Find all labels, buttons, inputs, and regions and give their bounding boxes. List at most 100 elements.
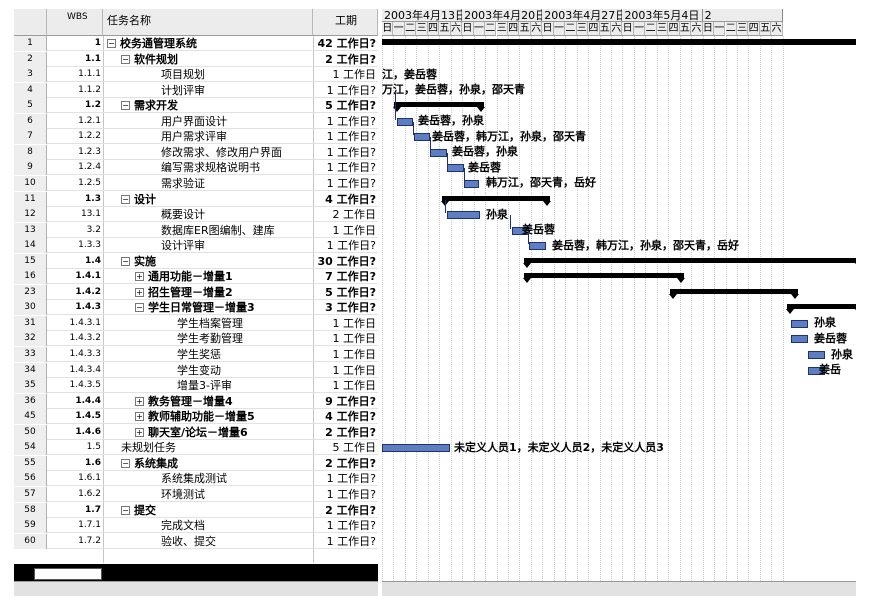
- duration-cell[interactable]: 4 工作日?: [325, 192, 376, 206]
- duration-cell[interactable]: 5 工作日: [332, 441, 377, 455]
- row-number[interactable]: 32: [14, 331, 47, 347]
- row-number[interactable]: 55: [14, 455, 47, 471]
- task-name-cell[interactable]: 教务管理－增量4: [148, 394, 233, 408]
- task-name-cell[interactable]: 学生变动: [177, 363, 221, 377]
- collapse-icon[interactable]: −: [121, 505, 130, 515]
- task-name-cell[interactable]: 需求开发: [134, 99, 178, 113]
- task-name-cell[interactable]: 编写需求规格说明书: [161, 161, 260, 175]
- duration-cell[interactable]: 1 工作日: [332, 332, 377, 346]
- task-bar[interactable]: [791, 335, 808, 344]
- task-name-cell[interactable]: 未规划任务: [121, 441, 176, 455]
- task-name-cell[interactable]: 计划评审: [161, 83, 205, 97]
- row-number[interactable]: 31: [14, 315, 47, 331]
- row-number[interactable]: 60: [14, 533, 47, 549]
- row-number[interactable]: 11: [14, 191, 47, 207]
- task-bar[interactable]: [529, 242, 546, 251]
- task-bar[interactable]: [382, 444, 450, 453]
- duration-cell[interactable]: 1 工作日?: [326, 83, 376, 97]
- duration-cell[interactable]: 1 工作日?: [326, 176, 376, 190]
- duration-cell[interactable]: 42 工作日?: [317, 37, 376, 50]
- table-horizontal-scrollbar[interactable]: [14, 581, 378, 596]
- row-number[interactable]: 4: [14, 82, 47, 98]
- project-summary-bar[interactable]: [382, 39, 856, 45]
- task-bar[interactable]: [397, 117, 413, 126]
- row-number[interactable]: 7: [14, 129, 47, 145]
- summary-bar[interactable]: [442, 195, 550, 201]
- duration-cell[interactable]: 2 工作日?: [325, 425, 376, 439]
- row-number[interactable]: 57: [14, 486, 47, 502]
- duration-cell[interactable]: 1 工作日?: [326, 534, 376, 548]
- duration-cell[interactable]: 1 工作日?: [326, 472, 376, 486]
- task-bar[interactable]: [430, 148, 447, 157]
- duration-cell[interactable]: 7 工作日?: [325, 270, 376, 284]
- wbs-column-header[interactable]: WBS: [47, 9, 103, 36]
- task-name-cell[interactable]: 系统集成: [134, 456, 178, 470]
- row-number[interactable]: 45: [14, 409, 47, 425]
- collapse-icon[interactable]: −: [121, 54, 130, 64]
- duration-cell[interactable]: 1 工作日?: [326, 239, 376, 253]
- row-number[interactable]: 15: [14, 253, 47, 269]
- row-number[interactable]: 2: [14, 51, 47, 67]
- task-name-cell[interactable]: 增量3-评审: [177, 379, 232, 393]
- table-footer-field[interactable]: [34, 568, 102, 580]
- row-number[interactable]: 14: [14, 238, 47, 254]
- task-name-cell[interactable]: 聊天室/论坛－增量6: [148, 425, 248, 439]
- row-number[interactable]: 3: [14, 67, 47, 83]
- task-bar[interactable]: [447, 211, 480, 220]
- duration-column-header[interactable]: 工期: [313, 9, 378, 36]
- summary-bar[interactable]: [787, 304, 856, 310]
- duration-cell[interactable]: 30 工作日?: [317, 254, 376, 268]
- task-name-cell[interactable]: 完成文档: [161, 519, 205, 533]
- duration-cell[interactable]: 3 工作日?: [325, 301, 376, 315]
- vertical-scrollbar[interactable]: [856, 9, 870, 595]
- task-name-cell[interactable]: 实施: [134, 254, 156, 268]
- task-name-cell[interactable]: 系统集成测试: [161, 472, 227, 486]
- duration-cell[interactable]: 1 工作日: [332, 68, 377, 82]
- duration-cell[interactable]: 9 工作日?: [325, 394, 376, 408]
- task-bar[interactable]: [464, 179, 479, 188]
- collapse-icon[interactable]: −: [121, 458, 130, 468]
- task-name-cell[interactable]: 环境测试: [161, 487, 205, 501]
- row-number[interactable]: 56: [14, 471, 47, 487]
- row-number[interactable]: 10: [14, 175, 47, 191]
- summary-bar[interactable]: [670, 288, 798, 294]
- row-number[interactable]: 33: [14, 347, 47, 362]
- task-bar[interactable]: [808, 351, 825, 359]
- task-name-cell[interactable]: 设计评审: [161, 239, 205, 253]
- task-name-cell[interactable]: 需求验证: [161, 176, 205, 190]
- summary-bar[interactable]: [524, 273, 684, 279]
- expand-icon[interactable]: +: [135, 287, 144, 297]
- duration-cell[interactable]: 1 工作日?: [326, 130, 376, 144]
- duration-cell[interactable]: 1 工作日?: [326, 161, 376, 175]
- collapse-icon[interactable]: −: [121, 256, 130, 266]
- duration-cell[interactable]: 1 工作日: [332, 348, 377, 361]
- task-name-cell[interactable]: 项目规划: [161, 68, 205, 82]
- row-number[interactable]: 8: [14, 144, 47, 160]
- task-bar[interactable]: [414, 133, 430, 142]
- task-bar[interactable]: [808, 366, 825, 375]
- duration-cell[interactable]: 5 工作日?: [325, 99, 376, 113]
- row-number[interactable]: 16: [14, 269, 47, 285]
- collapse-icon[interactable]: −: [107, 39, 116, 48]
- task-name-cell[interactable]: 设计: [134, 192, 156, 206]
- task-name-cell[interactable]: 校务通管理系统: [120, 37, 197, 50]
- duration-cell[interactable]: 1 工作日?: [326, 487, 376, 501]
- expand-icon[interactable]: +: [135, 427, 144, 437]
- row-number[interactable]: 12: [14, 207, 47, 223]
- task-name-cell[interactable]: 提交: [134, 503, 156, 517]
- duration-cell[interactable]: 1 工作日: [332, 379, 377, 393]
- collapse-icon[interactable]: −: [121, 101, 130, 111]
- row-number[interactable]: 1: [14, 36, 47, 51]
